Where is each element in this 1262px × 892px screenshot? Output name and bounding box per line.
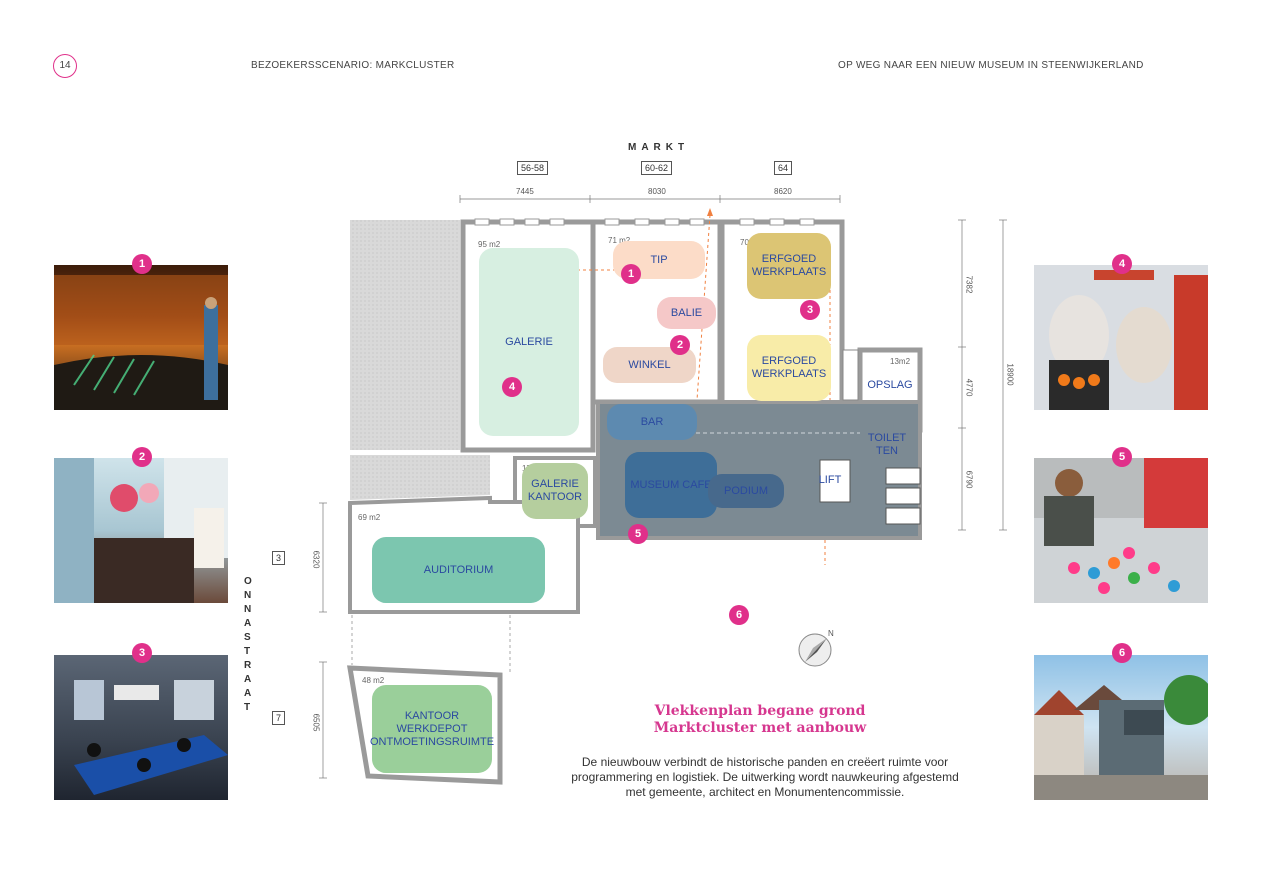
dim-top-1: 7445 (516, 187, 534, 196)
caption-title: Vlekkenplan begane grond Marktcluster me… (600, 703, 920, 737)
dim-left-1: 6320 (311, 550, 321, 569)
photo-1-image (54, 275, 228, 410)
dim-top-2: 8030 (648, 187, 666, 196)
neighbor-area-lower (350, 455, 490, 500)
room-museum-cafe: MUSEUM CAFE (625, 452, 717, 518)
photo-6 (1034, 655, 1208, 800)
house-number-60-62: 60-62 (641, 161, 673, 175)
caption-title-line-1: Vlekkenplan begane grond (654, 703, 866, 719)
house-number-64: 64 (774, 161, 793, 175)
room-bar: BAR (607, 404, 697, 440)
dim-right-2: 4770 (964, 378, 974, 397)
photo-3 (54, 655, 228, 800)
street-markt: MARKT (628, 142, 690, 153)
side-number-3: 3 (272, 551, 286, 565)
dim-total: 18900 (1005, 363, 1015, 386)
marker-1: 1 (621, 264, 641, 284)
header-right: OP WEG NAAR EEN NIEUW MUSEUM IN STEENWIJ… (838, 60, 1144, 71)
area-kantoor: 48 m2 (362, 676, 385, 685)
photo-1 (54, 265, 228, 410)
room-erfgoed-werkplaats-1: ERFGOED WERKPLAATS (747, 233, 831, 299)
dim-left-2: 6505 (311, 713, 321, 732)
marker-6: 6 (729, 605, 749, 625)
photo-2 (54, 458, 228, 603)
neighbor-area (350, 220, 460, 450)
photo-4 (1034, 265, 1208, 410)
dim-right-1: 7382 (964, 275, 974, 294)
area-opslag: 13m2 (890, 357, 911, 366)
room-galerie-kantoor: GALERIE KANTOOR (522, 463, 588, 519)
photo-badge-3: 3 (132, 643, 152, 663)
street-onnastraat: ONNASTRAAT (244, 576, 256, 713)
room-toilet: TOILET TEN (867, 432, 907, 457)
photo-badge-6: 6 (1112, 643, 1132, 663)
room-balie: BALIE (657, 297, 716, 329)
dim-right-3: 6790 (964, 470, 974, 489)
photo-badge-2: 2 (132, 447, 152, 467)
room-lift: LIFT (818, 473, 842, 486)
marker-3: 3 (800, 300, 820, 320)
photo-badge-5: 5 (1112, 447, 1132, 467)
area-auditorium: 69 m2 (358, 513, 381, 522)
house-number-56-58: 56-58 (517, 161, 549, 175)
photo-badge-4: 4 (1112, 254, 1132, 274)
page-number: 14 (53, 54, 77, 78)
photo-2-image (54, 458, 228, 603)
marker-5: 5 (628, 524, 648, 544)
room-podium: PODIUM (708, 474, 784, 508)
room-galerie: GALERIE (479, 248, 579, 436)
stairs (819, 459, 851, 503)
dim-top-3: 8620 (774, 187, 792, 196)
room-auditorium: AUDITORIUM (372, 537, 545, 603)
marker-4: 4 (502, 377, 522, 397)
area-galerie: 95 m2 (478, 240, 501, 249)
marker-2: 2 (670, 335, 690, 355)
caption-title-line-2: Marktcluster met aanbouw (653, 720, 867, 736)
room-opslag: OPSLAG (867, 378, 913, 391)
caption-body: De nieuwbouw verbindt de historische pan… (571, 755, 959, 799)
side-number-7: 7 (272, 711, 286, 725)
header-left: BEZOEKERSSCENARIO: MARKCLUSTER (251, 60, 455, 71)
room-kantoor-werkdepot: KANTOOR WERKDEPOT ONTMOETINGSRUIMTE (370, 685, 494, 773)
area-tip: 71 m2 (608, 236, 631, 245)
photo-5-image (1034, 458, 1208, 594)
photo-3-image (74, 680, 228, 795)
room-erfgoed-werkplaats-2: ERFGOED WERKPLAATS (747, 335, 831, 401)
photo-6-image (1034, 675, 1208, 800)
photo-5 (1034, 458, 1208, 603)
photo-4-image (1049, 270, 1208, 410)
compass-icon: N (798, 629, 834, 667)
photo-badge-1: 1 (132, 254, 152, 274)
svg-text:N: N (828, 629, 834, 638)
